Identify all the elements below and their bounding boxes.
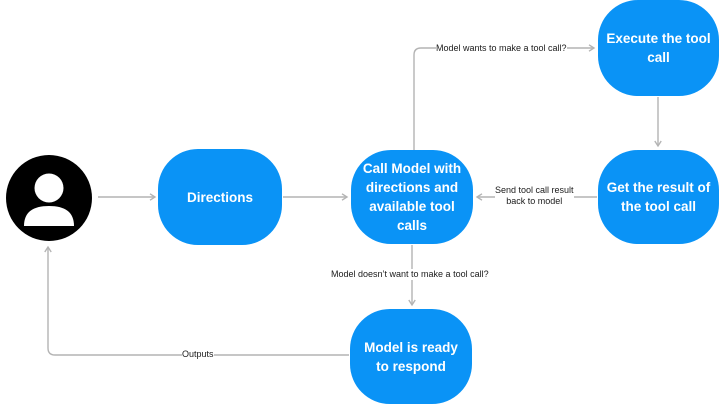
edge-label-send-result-line1: Send tool call result bbox=[495, 185, 574, 195]
node-call-model-label: Call Model with directions and available… bbox=[362, 161, 462, 233]
node-get-result-label: Get the result of the tool call bbox=[606, 180, 711, 214]
node-ready-to-respond-label: Model is ready to respond bbox=[364, 339, 458, 374]
node-execute-tool-label: Execute the tool call bbox=[606, 31, 711, 65]
edge-ready-to-user bbox=[44, 245, 349, 356]
edge-label-doesnt-want-tool-call: Model doesn’t want to make a tool call? bbox=[331, 269, 489, 280]
node-get-result: Get the result of the tool call bbox=[598, 150, 719, 244]
node-call-model: Call Model with directions and available… bbox=[351, 150, 473, 244]
node-directions-label: Directions bbox=[186, 189, 254, 205]
edge-label-wants-tool-call: Model wants to make a tool call? bbox=[436, 43, 567, 54]
edge-call-model-to-execute bbox=[413, 44, 596, 150]
node-execute-tool: Execute the tool call bbox=[598, 0, 719, 96]
user-avatar-icon bbox=[6, 155, 92, 241]
node-directions: Directions bbox=[158, 149, 282, 245]
node-ready-to-respond: Model is ready to respond bbox=[350, 309, 472, 404]
edge-label-send-result: Send tool call result back to model bbox=[495, 185, 574, 207]
edge-label-send-result-line2: back to model bbox=[506, 196, 563, 206]
edge-label-outputs: Outputs bbox=[182, 349, 214, 360]
